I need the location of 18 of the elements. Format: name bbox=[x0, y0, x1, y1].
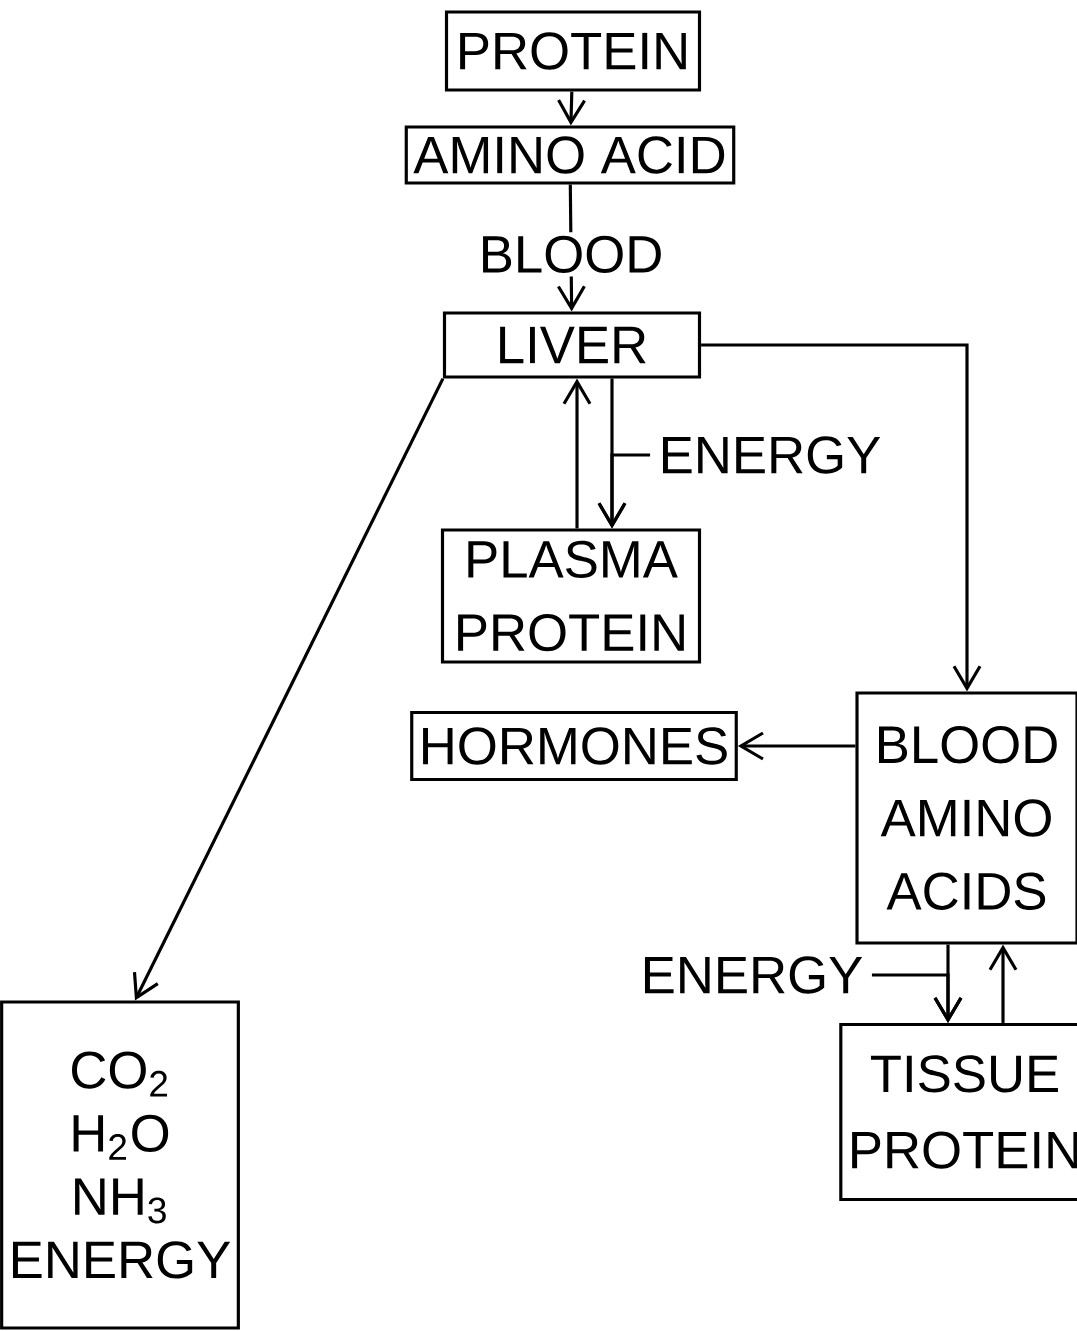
process-box: CO$_{2}$ H$_{2}$O NH$_{3}$ ENERGY bbox=[0, 1000, 240, 1330]
process-box: PLASMA PROTEIN bbox=[440, 528, 702, 664]
arrow bbox=[562, 378, 592, 529]
process-box: PROTEIN bbox=[444, 10, 702, 92]
arrow bbox=[132, 377, 445, 1001]
energy-label: ENERGY bbox=[663, 436, 881, 474]
process-box: HORMONES bbox=[410, 710, 738, 782]
process-box: AMINO ACID bbox=[404, 125, 736, 185]
process-box: LIVER bbox=[442, 311, 702, 379]
process-box: TISSUE PROTEIN bbox=[839, 1022, 1077, 1202]
arrow bbox=[988, 944, 1018, 1023]
arrow bbox=[701, 343, 982, 692]
edge-label: BLOOD bbox=[475, 232, 667, 277]
arrow bbox=[737, 731, 856, 761]
energy-label: ENERGY bbox=[645, 956, 863, 994]
process-box: BLOOD AMINO ACIDS bbox=[855, 691, 1077, 945]
arrow bbox=[871, 973, 963, 1023]
arrow bbox=[597, 453, 651, 529]
